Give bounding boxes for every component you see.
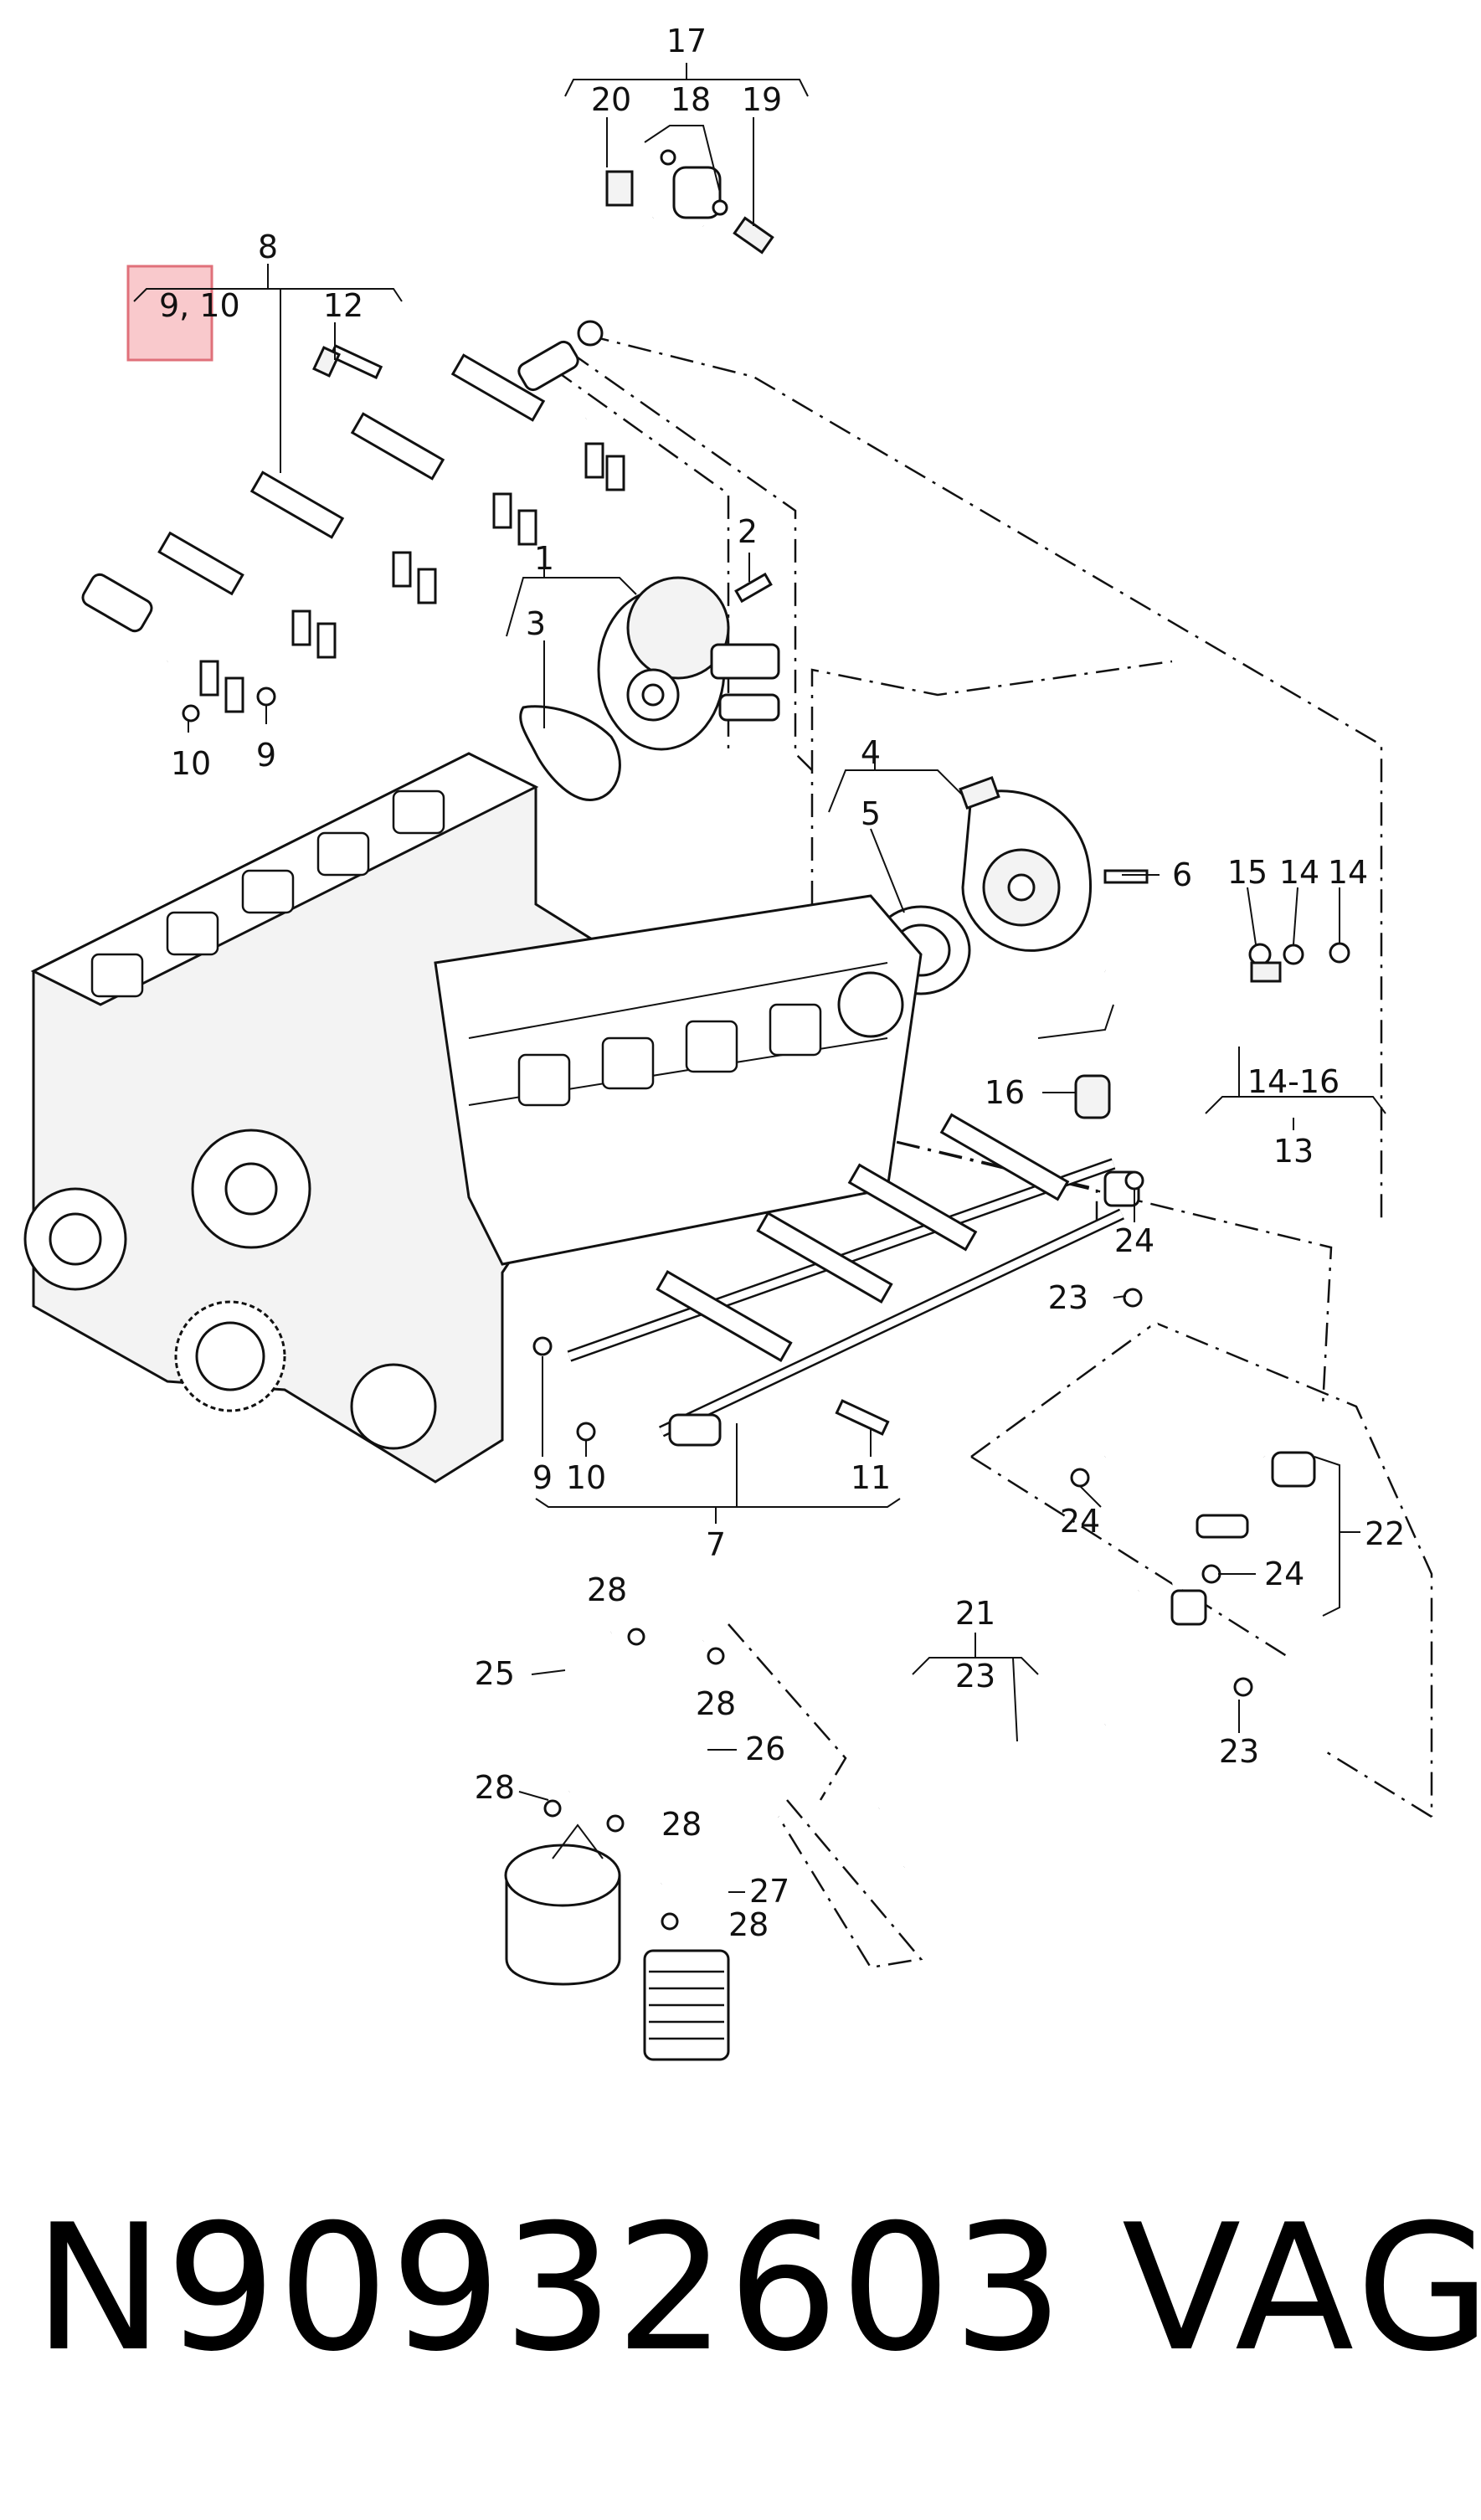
engine-block: [23, 752, 923, 1484]
callout-17[interactable]: 17: [666, 23, 707, 59]
callout-21[interactable]: 21: [955, 1595, 995, 1632]
callout-1[interactable]: 1: [534, 540, 554, 577]
callout-14-16[interactable]: 14-16: [1247, 1063, 1340, 1100]
callout-23-a[interactable]: 23: [1048, 1279, 1088, 1316]
callout-14-b[interactable]: 14: [1328, 854, 1368, 891]
fuel-filter-assembly: [504, 1628, 730, 2061]
callout-19[interactable]: 19: [742, 81, 782, 118]
callout-14-a[interactable]: 14: [1279, 854, 1319, 891]
callout-24-b[interactable]: 24: [1060, 1503, 1100, 1540]
callout-20[interactable]: 20: [591, 81, 631, 118]
callout-25[interactable]: 25: [475, 1655, 515, 1692]
callout-5[interactable]: 5: [861, 795, 881, 832]
part-number: N90932603: [33, 2188, 1066, 2390]
callout-23-b[interactable]: 23: [1219, 1733, 1259, 1770]
highlight-box[interactable]: [126, 265, 213, 362]
callout-16[interactable]: 16: [985, 1074, 1025, 1111]
callout-15[interactable]: 15: [1227, 854, 1268, 891]
callout-27[interactable]: 27: [749, 1873, 789, 1910]
callout-6[interactable]: 6: [1172, 856, 1192, 893]
callout-11[interactable]: 11: [851, 1459, 891, 1496]
exploded-parts-diagram: 17 20 18 19 8 9, 10 12 10 9 1 2 3 4 5 6 …: [23, 23, 1433, 2061]
vacuum-pump: [519, 572, 780, 801]
callout-9-10-highlighted[interactable]: 9, 10: [159, 287, 240, 324]
callout-13[interactable]: 13: [1273, 1133, 1314, 1170]
callout-10-lower[interactable]: 10: [566, 1459, 606, 1496]
callout-23-c[interactable]: 23: [955, 1658, 995, 1695]
callout-28-d[interactable]: 28: [661, 1806, 702, 1843]
callout-22[interactable]: 22: [1365, 1515, 1405, 1552]
return-hoses: [877, 1170, 1316, 1869]
brand-name: VAG: [1122, 2188, 1481, 2390]
boundary-lines: [552, 333, 1433, 1969]
callout-3[interactable]: 3: [526, 605, 546, 642]
callout-2[interactable]: 2: [738, 513, 758, 550]
callout-10-upper[interactable]: 10: [171, 745, 211, 782]
callout-28-c[interactable]: 28: [475, 1769, 515, 1806]
pressure-line: [1037, 942, 1350, 1119]
callout-leaders: [133, 63, 1386, 1893]
callout-24-a[interactable]: 24: [1114, 1222, 1154, 1259]
return-line-top: [577, 149, 774, 347]
callout-28-b[interactable]: 28: [696, 1685, 736, 1722]
callout-28-e[interactable]: 28: [728, 1906, 769, 1943]
fuel-rail-upper: [81, 340, 625, 723]
fuel-rail-lower: [532, 1113, 1140, 1447]
callout-4[interactable]: 4: [861, 734, 881, 771]
callout-7[interactable]: 7: [706, 1526, 726, 1563]
callout-18[interactable]: 18: [671, 81, 711, 118]
callout-12[interactable]: 12: [323, 287, 363, 324]
callout-26[interactable]: 26: [745, 1731, 785, 1767]
callout-9-lower[interactable]: 9: [532, 1459, 553, 1496]
callout-28-a[interactable]: 28: [587, 1571, 627, 1608]
callout-24-c[interactable]: 24: [1264, 1556, 1304, 1592]
callout-8[interactable]: 8: [258, 229, 278, 265]
callout-labels: 17 20 18 19 8 9, 10 12 10 9 1 2 3 4 5 6 …: [159, 23, 1405, 1943]
callout-9-upper[interactable]: 9: [256, 737, 276, 774]
